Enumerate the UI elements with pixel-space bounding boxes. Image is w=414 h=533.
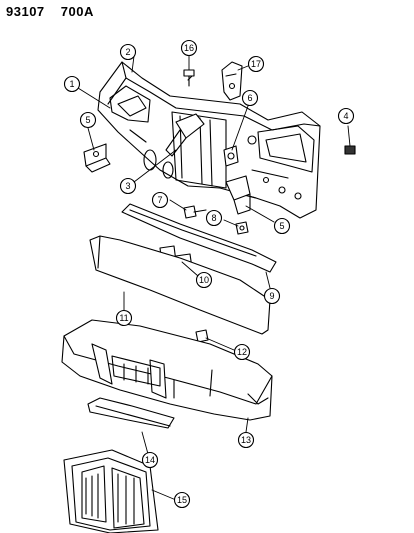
- center-brace: [165, 113, 205, 157]
- svg-text:3: 3: [125, 181, 130, 191]
- callout-17: 17: [247, 55, 265, 73]
- callout-11: 11: [115, 309, 133, 327]
- diagram-header: 93107 700A: [6, 4, 94, 19]
- callout-5-left: 5: [79, 111, 97, 129]
- callout-10: 10: [195, 271, 213, 289]
- side-bracket-left: [83, 143, 111, 173]
- svg-text:12: 12: [237, 347, 247, 357]
- callout-15: 15: [173, 491, 191, 509]
- svg-text:5: 5: [279, 221, 284, 231]
- callout-14: 14: [141, 451, 159, 469]
- svg-text:5: 5: [85, 115, 90, 125]
- svg-text:9: 9: [269, 291, 274, 301]
- reference-code: 700A: [60, 4, 94, 19]
- svg-text:11: 11: [119, 313, 128, 323]
- svg-text:16: 16: [184, 43, 194, 53]
- leader-lines: [77, 55, 351, 501]
- callout-5-right: 5: [273, 217, 291, 235]
- radiator-support-panel: [97, 61, 321, 219]
- callout-13: 13: [237, 431, 255, 449]
- svg-text:17: 17: [251, 59, 261, 69]
- svg-text:13: 13: [241, 435, 251, 445]
- side-bracket-right: [225, 175, 251, 215]
- svg-text:14: 14: [145, 455, 155, 465]
- svg-text:15: 15: [177, 495, 187, 505]
- air-deflector: [89, 235, 271, 335]
- callout-3: 3: [119, 177, 137, 195]
- bumper-fascia: [61, 319, 273, 421]
- callout-12: 12: [233, 343, 251, 361]
- clip-12: [195, 329, 209, 343]
- callout-1: 1: [63, 75, 81, 93]
- bumper-bracket: [223, 145, 239, 167]
- callout-8: 8: [205, 209, 223, 227]
- diagram-code: 93107: [6, 4, 45, 19]
- callout-16: 16: [180, 39, 198, 57]
- nut-8: [235, 221, 249, 235]
- callout-4: 4: [337, 107, 355, 125]
- clip-4: [344, 145, 356, 155]
- filler-panel: [121, 203, 277, 273]
- screw-16: [183, 69, 195, 87]
- svg-text:10: 10: [199, 275, 209, 285]
- headlamp-assembly: [63, 449, 159, 533]
- callout-2: 2: [119, 43, 137, 61]
- svg-text:7: 7: [157, 195, 162, 205]
- svg-text:4: 4: [343, 111, 348, 121]
- callout-6: 6: [241, 89, 259, 107]
- callouts: 1 2 3 4 5 5 6 7 8 9 10 11 12 13 14 15 16…: [63, 39, 355, 509]
- callout-7: 7: [151, 191, 169, 209]
- latch-bracket: [221, 61, 243, 101]
- valance: [87, 397, 175, 429]
- bolt-7: [183, 205, 207, 219]
- svg-text:1: 1: [69, 79, 74, 89]
- callout-9: 9: [263, 287, 281, 305]
- svg-text:6: 6: [247, 93, 252, 103]
- svg-text:2: 2: [125, 47, 130, 57]
- svg-text:8: 8: [211, 213, 216, 223]
